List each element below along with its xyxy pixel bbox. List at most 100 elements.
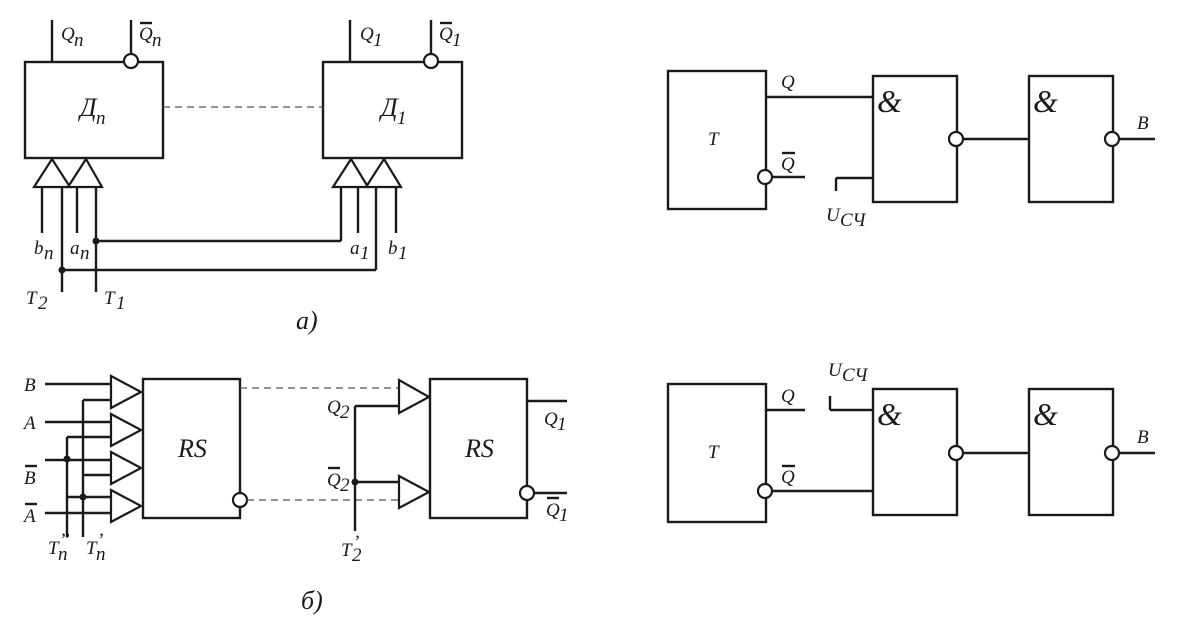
label-input-bbar: B xyxy=(24,468,36,489)
label-input-abar: A xyxy=(22,506,36,527)
t-block-top-label: T xyxy=(708,129,720,150)
block-d-n-sub: n xyxy=(96,108,106,129)
input-triangle-bbar xyxy=(109,450,144,486)
diagram-a: Д n Q n Q n Д 1 Q 1 Q 1 xyxy=(23,20,464,335)
label-t2-prime-sup: ’ xyxy=(353,532,359,553)
label-t2-prime-sub: 2 xyxy=(352,545,362,566)
label-q1bar: Q xyxy=(439,24,453,45)
label-an-sub: n xyxy=(80,243,90,264)
label-t1-sub: 1 xyxy=(116,293,126,314)
input-triangle-q2 xyxy=(397,378,432,415)
label-q-bottom: Q xyxy=(781,386,795,407)
inversion-bubble-rs-left xyxy=(231,491,249,509)
inversion-bubble-gate2-top xyxy=(1103,130,1121,148)
inversion-bubble-q1 xyxy=(422,52,440,70)
label-an: a xyxy=(70,238,80,259)
input-triangle-n-left xyxy=(31,156,73,189)
label-q1bar-sub: 1 xyxy=(452,30,462,51)
label-t2: T xyxy=(26,288,38,309)
label-q1-b: Q xyxy=(544,409,558,430)
input-triangle-q2bar xyxy=(397,474,432,510)
inversion-bubble-qn xyxy=(122,52,140,70)
label-b1-sub: 1 xyxy=(398,243,408,264)
label-q2-sub: 2 xyxy=(340,402,350,423)
label-t1: T xyxy=(104,288,116,309)
label-u-bottom: U xyxy=(828,360,843,381)
and-gate-2-bottom-label: & xyxy=(1033,396,1058,432)
label-tn2-sup: ’’ xyxy=(59,530,70,551)
t-block-bottom-label: T xyxy=(708,442,720,463)
block-d-n-label: Д xyxy=(77,93,98,122)
input-triangle-a xyxy=(109,412,144,448)
label-q1bar-b: Q xyxy=(546,500,560,521)
label-q-top: Q xyxy=(781,72,795,93)
input-triangle-n-right xyxy=(65,156,104,189)
junction-q2bar xyxy=(351,478,359,486)
label-u-top: U xyxy=(826,205,841,226)
label-tn2: T xyxy=(48,538,60,559)
label-a1: a xyxy=(350,238,360,259)
junction-tn2 xyxy=(63,455,71,463)
and-gate-1-bottom-label: & xyxy=(877,396,902,432)
label-qnbar: Q xyxy=(139,24,153,45)
and-gate-1-bottom xyxy=(871,387,959,517)
label-tn1-sub: n xyxy=(96,544,106,565)
label-t2-prime: T xyxy=(341,540,353,561)
input-triangle-abar xyxy=(109,488,144,524)
inversion-bubble-t-top xyxy=(756,168,774,186)
and-gate-2-bottom xyxy=(1027,387,1115,517)
label-q2bar-sub: 2 xyxy=(340,475,350,496)
t-trigger-top xyxy=(666,69,768,211)
inversion-bubble-t-bottom xyxy=(756,482,774,500)
junction-t2 xyxy=(58,266,66,274)
label-bn: b xyxy=(34,238,44,259)
block-d-1-label: Д xyxy=(378,93,399,122)
label-t2-sub: 2 xyxy=(38,293,48,314)
label-qn-sub: n xyxy=(74,30,84,51)
inversion-bubble-gate1-bottom xyxy=(947,444,965,462)
input-triangle-1-right xyxy=(363,156,403,189)
rs-trigger-left xyxy=(141,377,242,520)
label-tn2-sub: n xyxy=(58,544,68,565)
label-q1bar-b-sub: 1 xyxy=(559,505,569,526)
label-q1: Q xyxy=(360,24,374,45)
caption-b: б) xyxy=(301,586,323,615)
label-bn-sub: n xyxy=(44,243,54,264)
label-out-top: B xyxy=(1137,113,1149,134)
label-qnbar-sub: n xyxy=(152,30,162,51)
and-gate-1-top xyxy=(871,74,959,204)
block-d-1 xyxy=(321,60,464,160)
and-gate-2-top-label: & xyxy=(1033,83,1058,119)
diagram-bottom-right: T Q Q & U СЧ & B xyxy=(666,360,1155,524)
rs-right-label: RS xyxy=(464,434,494,463)
diagram-top-right: T Q Q & U СЧ & B xyxy=(666,69,1155,231)
block-d-n xyxy=(23,60,165,160)
rs-trigger-right xyxy=(428,377,529,520)
label-input-b: B xyxy=(24,375,36,396)
label-q1-sub: 1 xyxy=(373,30,383,51)
label-u-bottom-sub: СЧ xyxy=(842,365,868,386)
junction-t1 xyxy=(92,237,100,245)
and-gate-1-top-label: & xyxy=(877,83,902,119)
input-triangle-b xyxy=(109,374,144,410)
label-input-a: A xyxy=(22,413,36,434)
label-q2: Q xyxy=(327,397,341,418)
label-q1-b-sub: 1 xyxy=(557,414,567,435)
and-gate-2-top xyxy=(1027,74,1115,204)
label-qbar-bottom: Q xyxy=(781,467,795,488)
block-d-1-sub: 1 xyxy=(397,108,407,129)
inversion-bubble-rs-right xyxy=(518,484,536,502)
label-qn: Q xyxy=(61,24,75,45)
diagram-b: RS B A B A T ’’ n T ’ n xyxy=(22,374,569,615)
label-a1-sub: 1 xyxy=(360,243,370,264)
label-tn1-sup: ’ xyxy=(97,530,103,551)
junction-tn1 xyxy=(79,493,87,501)
label-out-bottom: B xyxy=(1137,427,1149,448)
t-trigger-bottom xyxy=(666,382,768,524)
inversion-bubble-gate2-bottom xyxy=(1103,444,1121,462)
rs-left-label: RS xyxy=(177,434,207,463)
caption-a: а) xyxy=(296,306,318,335)
label-b1: b xyxy=(388,238,398,259)
label-q2bar: Q xyxy=(327,470,341,491)
